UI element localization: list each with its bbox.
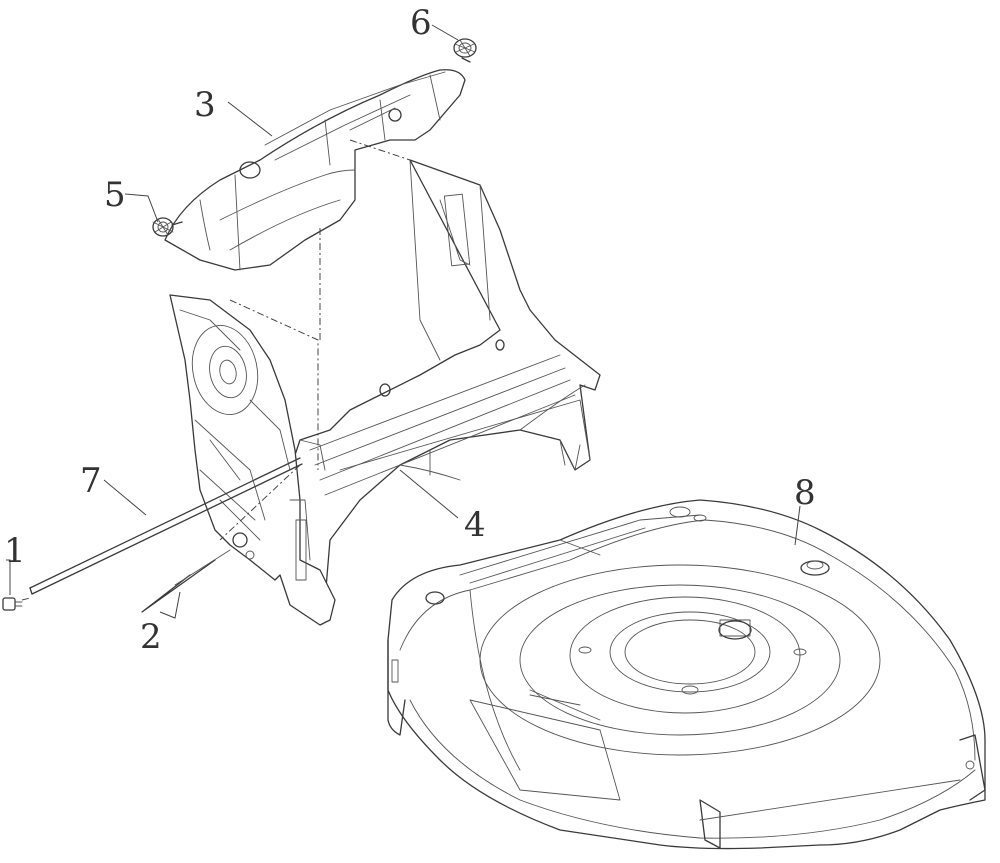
part-5-spring [152, 217, 183, 237]
part-8-mower-deck [387, 499, 986, 850]
part-2-handle-bracket [141, 294, 336, 626]
part-3-upper-hood [164, 69, 466, 271]
part-7-rod [29, 457, 303, 595]
assembly-lines [21, 139, 411, 601]
callout-labels: 1 2 3 4 5 6 7 8 [4, 3, 816, 657]
callout-1: 1 [4, 531, 26, 571]
part-1-screw [2, 597, 23, 611]
part-4-rear-housing [289, 159, 601, 616]
callout-5: 5 [104, 175, 126, 215]
callout-8: 8 [794, 473, 816, 513]
callout-3: 3 [194, 85, 216, 125]
callout-6: 6 [410, 3, 432, 43]
part-6-spring [453, 38, 477, 63]
callout-4: 4 [464, 505, 486, 545]
leader-lines [6, 24, 801, 619]
callout-7: 7 [80, 461, 102, 501]
callout-2: 2 [140, 617, 162, 657]
